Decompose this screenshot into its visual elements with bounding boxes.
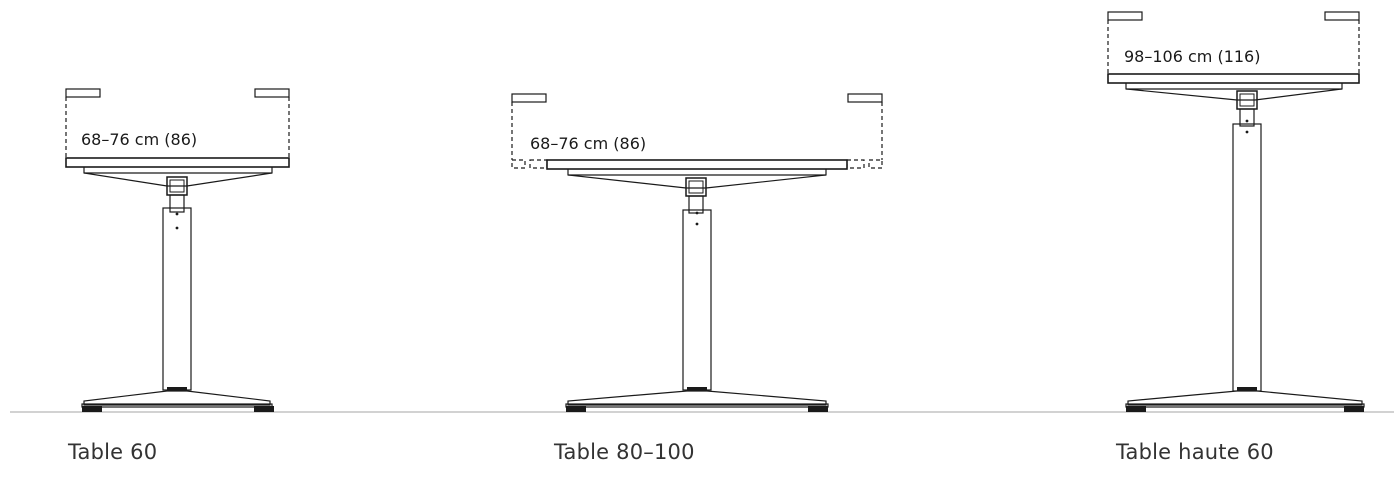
table-haute-60-drawing: 98–106 cm (116) [1107, 11, 1365, 412]
table-haute-60-inner-tube [1239, 108, 1255, 127]
table-haute-60-top [1107, 73, 1360, 84]
table-haute-60-underframe [1125, 83, 1343, 101]
table-60-top [65, 157, 290, 168]
table-80-100-caption: Table 80–100 [554, 440, 695, 464]
table-haute-60-base [1125, 390, 1365, 412]
table-60-max-height-outline [65, 88, 290, 158]
table-60-inner-tube [169, 194, 185, 213]
table-80-100-base [565, 390, 829, 412]
table-haute-60-column [1232, 123, 1262, 392]
table-60-column [162, 207, 192, 391]
table-80-100-drawing: 68–76 cm (86) [511, 93, 883, 412]
table-80-100-max-height-outline [511, 93, 883, 169]
table-60-caption: Table 60 [68, 440, 158, 464]
table-80-100-column [682, 209, 712, 391]
table-60-base [81, 390, 274, 412]
table-60-underframe [83, 167, 273, 187]
table-haute-60-caption: Table haute 60 [1116, 440, 1274, 464]
table-haute-60-height-label: 98–106 cm (116) [1124, 47, 1260, 66]
table-80-100-underframe [567, 169, 827, 189]
table-60-height-label: 68–76 cm (86) [81, 130, 197, 149]
table-60-drawing: 68–76 cm (86) [65, 88, 290, 412]
table-80-100-height-label: 68–76 cm (86) [530, 134, 646, 153]
table-haute-60-max-height-outline [1107, 11, 1360, 74]
table-80-100-top [546, 159, 848, 170]
